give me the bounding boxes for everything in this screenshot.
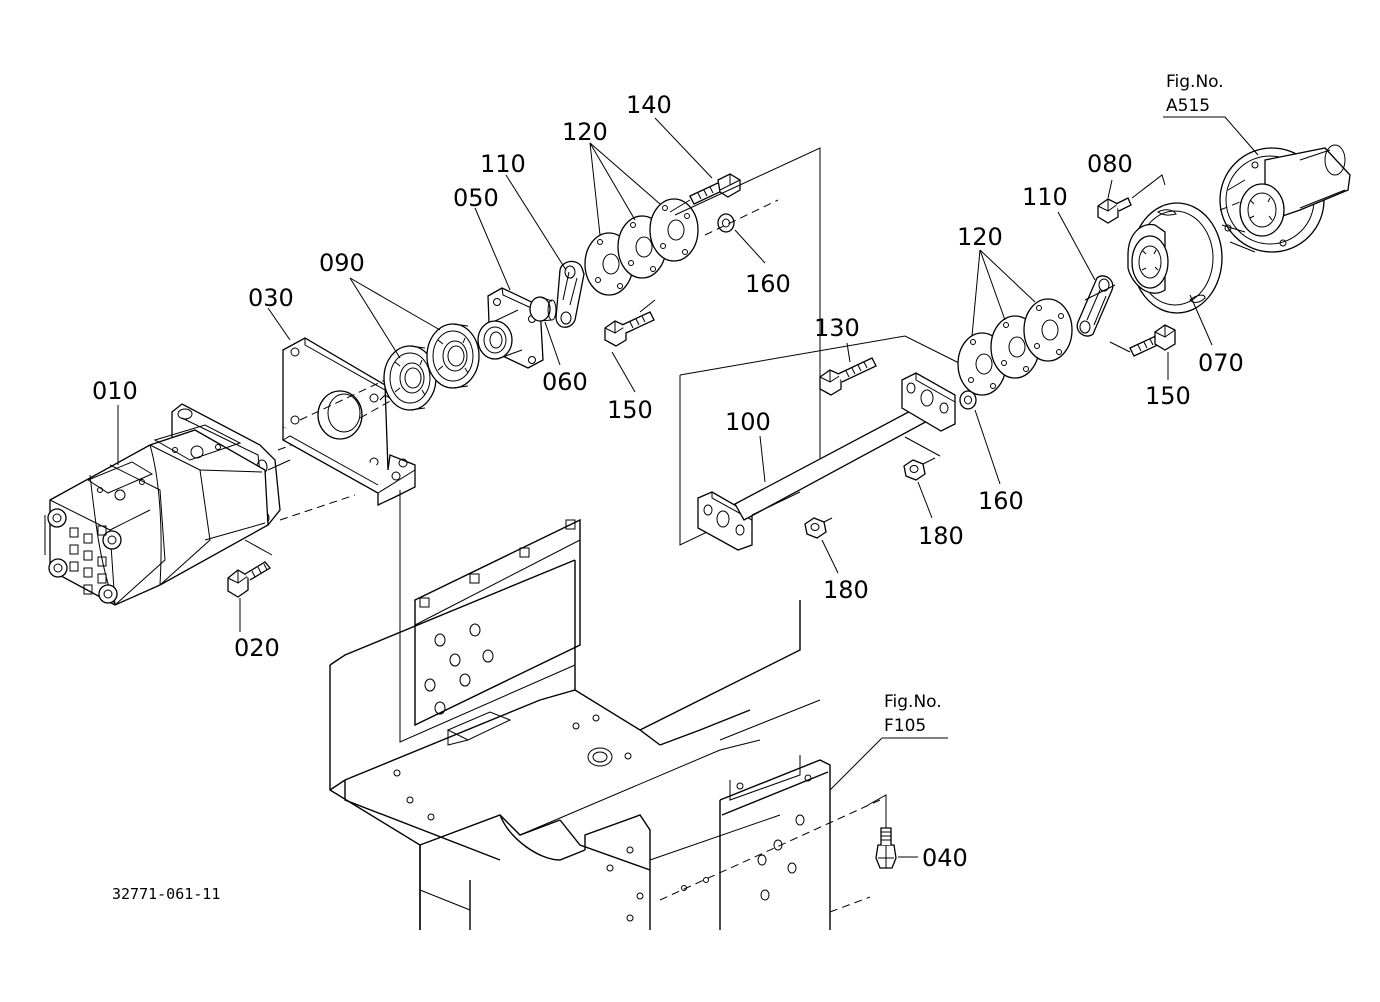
label-140: 140 — [626, 91, 672, 119]
label-040: 040 — [922, 844, 968, 872]
label-090: 090 — [319, 249, 365, 277]
coupling-discs-right — [957, 298, 1073, 396]
bolt-140 — [669, 173, 741, 213]
coupling-link-right — [1076, 275, 1114, 337]
sub-assembly-outline — [674, 147, 966, 546]
bolt-150-left — [604, 299, 656, 347]
label-060: 060 — [542, 368, 588, 396]
coupling-discs-left — [584, 198, 699, 296]
label-160-left: 160 — [745, 270, 791, 298]
bolt-020 — [227, 561, 271, 598]
drawing-code: 32771-061-11 — [112, 885, 220, 903]
hydraulic-pump — [44, 403, 361, 606]
nut-180-upper — [903, 457, 936, 481]
label-010: 010 — [92, 377, 138, 405]
label-130: 130 — [814, 314, 860, 342]
washer-160-right — [959, 390, 977, 410]
label-110-right: 110 — [1022, 183, 1068, 211]
fig-ref-f105-title: Fig.No. — [884, 692, 942, 712]
fig-ref-a515-title: Fig.No. — [1166, 72, 1224, 92]
flange-housing — [477, 287, 544, 369]
label-050: 050 — [453, 184, 499, 212]
part-labels: 010 020 030 040 050 060 070 080 090 100 … — [92, 91, 1244, 872]
bearings — [383, 323, 480, 411]
washer-160-left — [704, 199, 779, 236]
chassis-frame — [329, 518, 881, 930]
fig-ref-a515-number: A515 — [1166, 96, 1210, 116]
label-020: 020 — [234, 634, 280, 662]
label-110-left: 110 — [480, 150, 526, 178]
bolt-130 — [819, 357, 877, 396]
mounting-bracket — [282, 337, 576, 743]
label-120-left: 120 — [562, 118, 608, 146]
bolt-150-right — [1109, 324, 1176, 357]
nut-180-lower — [804, 517, 833, 539]
label-150-right: 150 — [1145, 382, 1191, 410]
label-160-right: 160 — [978, 487, 1024, 515]
coupling-link-left — [555, 260, 585, 328]
label-100: 100 — [725, 408, 771, 436]
leader-lines — [117, 116, 1259, 791]
label-180-upper: 180 — [918, 522, 964, 550]
label-150-left: 150 — [607, 396, 653, 424]
label-030: 030 — [248, 284, 294, 312]
drive-flange — [1084, 202, 1223, 314]
bolt-040 — [867, 794, 918, 869]
bolt-080 — [1097, 174, 1166, 224]
torque-bar — [697, 372, 956, 551]
pto-housing — [1219, 144, 1351, 253]
bushing-060 — [529, 296, 557, 322]
label-180-lower: 180 — [823, 576, 869, 604]
fig-ref-f105-number: F105 — [884, 716, 926, 736]
label-080: 080 — [1087, 150, 1133, 178]
label-070: 070 — [1198, 349, 1244, 377]
label-120-right: 120 — [957, 223, 1003, 251]
figure-references: Fig.No. A515 Fig.No. F105 — [884, 72, 1224, 736]
